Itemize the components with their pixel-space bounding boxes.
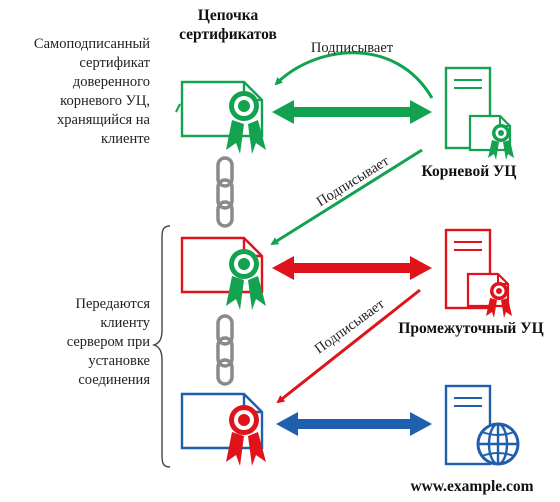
note-top-line: хранящийся на bbox=[57, 112, 151, 128]
note-bottom-line: установке bbox=[88, 353, 150, 369]
title-line-1: Цепочка bbox=[198, 7, 259, 24]
note-top-line: сертификат bbox=[79, 55, 150, 71]
double-arrow-green bbox=[272, 100, 432, 124]
server-intermediate-icon bbox=[444, 228, 512, 318]
double-arrow-blue bbox=[276, 412, 432, 436]
chain-link-icon bbox=[216, 314, 234, 386]
certificate-intermediate-icon bbox=[180, 236, 266, 310]
curly-brace bbox=[151, 225, 171, 468]
note-top-line: клиенте bbox=[101, 131, 150, 147]
signs-arrow-intermediate-to-site bbox=[276, 288, 421, 404]
signs-label-root-to-intermediate: Подписывает bbox=[314, 153, 393, 211]
signs-label-intermediate-to-site: Подписывает bbox=[312, 296, 388, 358]
note-top-line: Самоподписанный bbox=[34, 36, 150, 52]
server-intermediate-label: Промежуточный УЦ bbox=[398, 320, 543, 337]
title-line-2: сертификатов bbox=[179, 26, 277, 43]
note-bottom-line: сервером при bbox=[67, 334, 151, 350]
certificate-root-icon bbox=[175, 80, 266, 154]
server-root-icon bbox=[444, 66, 514, 160]
signs-arrow-root-self bbox=[274, 51, 434, 99]
note-top-line: доверенного bbox=[73, 74, 150, 90]
note-bottom-line: Передаются bbox=[76, 296, 151, 312]
note-top-line: корневого УЦ, bbox=[60, 93, 150, 109]
signs-arrow-root-to-intermediate bbox=[270, 148, 423, 246]
chain-link-icon bbox=[216, 156, 234, 228]
left-note-bottom: Передаются клиенту сервером при установк… bbox=[67, 296, 151, 388]
double-arrow-red bbox=[272, 256, 432, 280]
signs-label-root-self: Подписывает bbox=[311, 40, 394, 56]
server-root-label: Корневой УЦ bbox=[422, 163, 517, 180]
note-bottom-line: клиенту bbox=[100, 315, 150, 331]
note-bottom-line: соединения bbox=[78, 372, 150, 388]
server-site-label: www.example.com bbox=[410, 478, 533, 495]
globe-icon bbox=[476, 422, 520, 466]
left-note-top: Самоподписанный сертификат доверенного к… bbox=[34, 36, 151, 147]
certificate-site-icon bbox=[180, 392, 266, 466]
